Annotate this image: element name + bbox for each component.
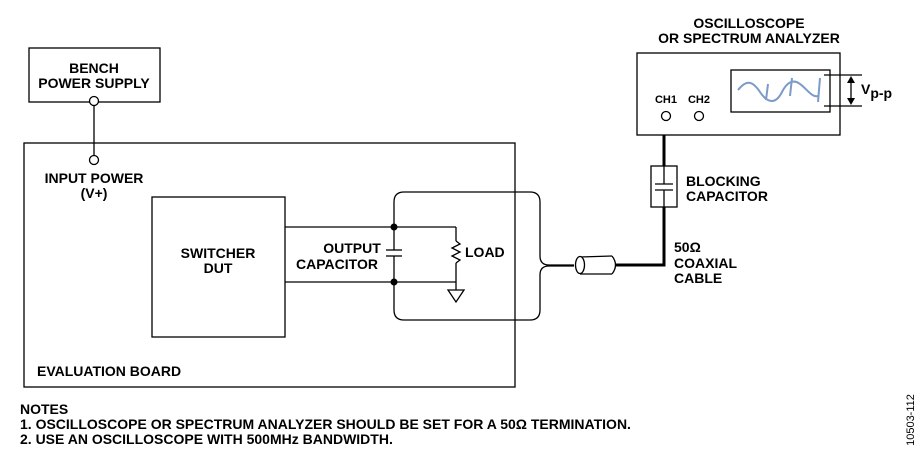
input-power-label-1: INPUT POWER <box>45 170 144 186</box>
coax-connector <box>574 255 617 275</box>
vpp-arrow-down <box>847 98 855 105</box>
evaluation-board-label: EVALUATION BOARD <box>37 363 181 379</box>
ch2-label: CH2 <box>688 94 710 106</box>
note-2: 2. USE AN OSCILLOSCOPE WITH 500MHz BANDW… <box>20 431 393 447</box>
blocking-capacitor-label-2: CAPACITOR <box>686 188 768 204</box>
vpp-label: Vp-p <box>861 81 892 101</box>
blocking-capacitor-label-1: BLOCKING <box>686 173 761 189</box>
ch1-terminal <box>660 110 672 122</box>
input-power-terminal <box>88 154 100 166</box>
switcher-dut-label-1: SWITCHER <box>181 245 256 261</box>
vpp-arrow-up <box>847 76 855 83</box>
oscilloscope-screen <box>730 69 831 113</box>
output-capacitor-label-2: CAPACITOR <box>296 256 378 272</box>
notes-title: NOTES <box>20 401 68 417</box>
waveform <box>737 77 821 103</box>
output-capacitor-label-1: OUTPUT <box>323 240 381 256</box>
ground-symbol <box>446 289 466 304</box>
coaxial-cable <box>616 207 666 267</box>
ch2-terminal <box>693 110 705 122</box>
bench-power-supply-box <box>28 47 161 103</box>
junction-top <box>390 223 398 231</box>
bench-power-supply-label-2: POWER SUPPLY <box>38 75 150 91</box>
load-label: LOAD <box>465 244 505 260</box>
oscilloscope-label-2: OR SPECTRUM ANALYZER <box>658 30 840 46</box>
switcher-dut-box <box>151 196 286 338</box>
junction-bottom <box>390 278 398 286</box>
switcher-dut-label-2: DUT <box>204 260 233 276</box>
oscilloscope-label-1: OSCILLOSCOPE <box>693 15 804 31</box>
coax-label-3: CABLE <box>674 270 722 286</box>
note-1: 1. OSCILLOSCOPE OR SPECTRUM ANALYZER SHO… <box>20 416 631 432</box>
figure-id: 10503-112 <box>905 394 917 446</box>
supply-terminal <box>88 95 100 107</box>
probe-loop <box>393 191 574 266</box>
ch1-label: CH1 <box>655 94 677 106</box>
input-power-label-2: (V+) <box>81 185 108 201</box>
coax-label-2: COAXIAL <box>674 255 737 271</box>
probe-loop-lower <box>393 265 574 321</box>
coax-label-1: 50Ω <box>674 239 701 255</box>
bench-power-supply-label-1: BENCH <box>69 60 119 76</box>
load-resistor <box>450 240 462 264</box>
vpp-subscript: p-p <box>870 85 892 101</box>
